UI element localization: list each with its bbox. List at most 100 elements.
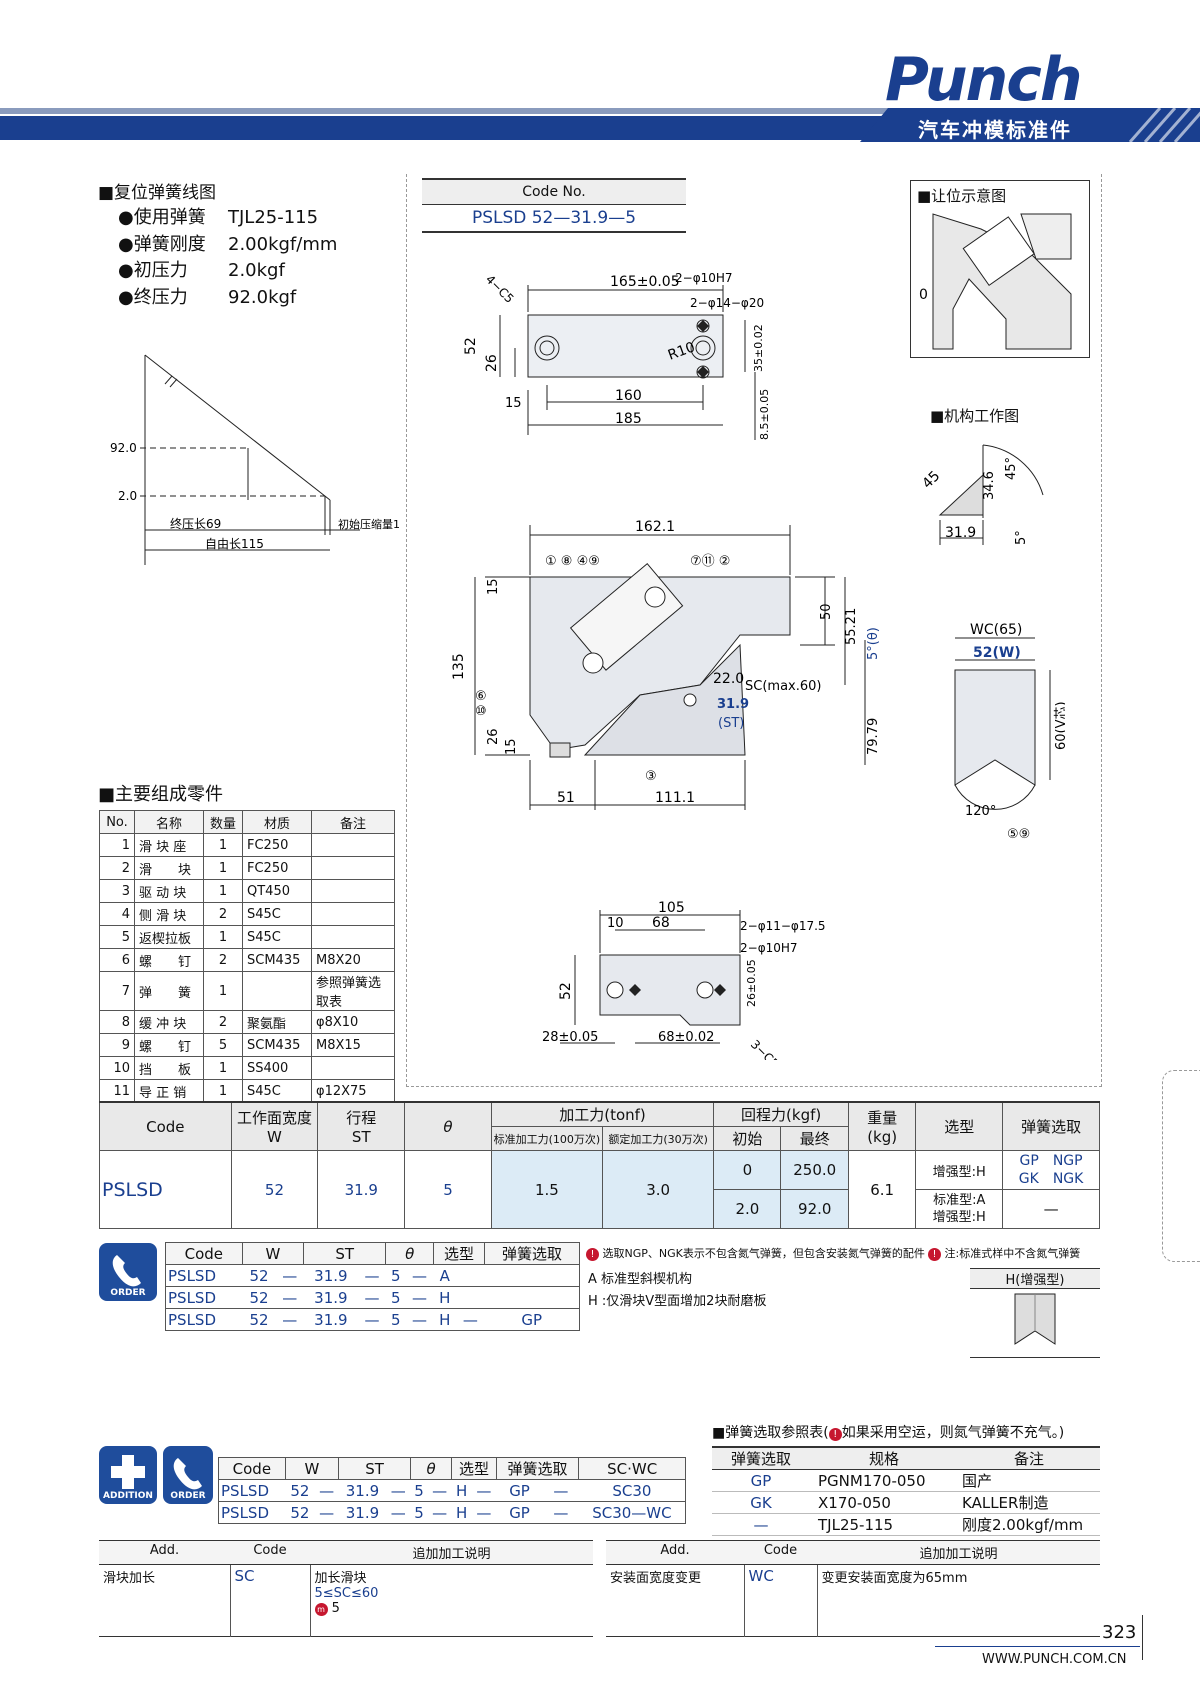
logo: Punch <box>885 45 1083 115</box>
spec-header-theta: θ <box>404 1101 492 1151</box>
add-left-header-code: Code <box>230 1540 310 1565</box>
svg-text:0: 0 <box>919 287 928 303</box>
spec-force-rated: 3.0 <box>602 1150 715 1229</box>
addition-icon: ADDITION <box>99 1446 157 1504</box>
h-type-box: H(增强型) <box>970 1268 1100 1358</box>
svg-text:2−φ14−φ20: 2−φ14−φ20 <box>690 296 764 310</box>
parts-header-no: No. <box>99 810 135 834</box>
svg-text:60(V芯): 60(V芯) <box>1054 701 1065 750</box>
spec-header-code: Code <box>99 1101 232 1151</box>
add-right-header-desc: 追加加工说明 <box>817 1540 1100 1565</box>
svg-text:68±0.02: 68±0.02 <box>658 1030 714 1045</box>
add-order-header-w: W <box>285 1457 340 1480</box>
page-number: 323 <box>1102 1622 1137 1643</box>
additional-table-right: Add. Code 追加加工说明 安装面宽度变更 WC 变更安装面宽度为65mm <box>606 1540 1100 1637</box>
spec-type1: 增强型:H <box>915 1150 1004 1190</box>
h-type-label: H(增强型) <box>970 1269 1100 1289</box>
svg-text:50: 50 <box>819 603 834 620</box>
mechanism-title: ■机构工作图 <box>930 407 1020 425</box>
order-icon: ORDER <box>99 1243 157 1301</box>
svg-text:45: 45 <box>919 468 943 492</box>
add-order-header-scwc: SC·WC <box>578 1457 686 1480</box>
top-view-drawing: 165±0.05 160 185 52 26 15 2−φ10H7 2−φ14−… <box>463 271 771 440</box>
code-box: Code No. PSLSD 52—31.9—5 <box>422 178 686 233</box>
parts-title: ■主要组成零件 <box>98 784 224 805</box>
spec-header-return-final: 最终 <box>780 1126 850 1151</box>
parts-header-material: 材质 <box>242 810 312 834</box>
clearance-title: ■让位示意图 <box>917 187 1007 205</box>
svg-text:120°: 120° <box>965 804 996 819</box>
add-order-header-spring: 弹簧选取 <box>496 1457 580 1480</box>
svg-text:15: 15 <box>504 738 519 755</box>
spec-return2-final: 92.0 <box>780 1189 850 1229</box>
svg-text:162.1: 162.1 <box>635 519 675 535</box>
spec-return2-init: 2.0 <box>713 1189 782 1229</box>
add-right-desc: 变更安装面宽度为65mm <box>821 1571 968 1586</box>
spec-code: PSLSD <box>99 1150 232 1229</box>
parts-header-qty: 数量 <box>203 810 243 834</box>
footer-url: WWW.PUNCH.COM.CN <box>982 1652 1127 1667</box>
spring-curve-diagram: 92.0 2.0 终压长69 初始压缩量1 自由长115 <box>110 354 400 565</box>
order-icon-2: ORDER <box>163 1446 213 1504</box>
svg-text:31.9: 31.9 <box>945 525 976 541</box>
svg-text:③: ③ <box>645 769 657 784</box>
svg-text:160: 160 <box>615 388 642 404</box>
svg-text:79.79: 79.79 <box>866 718 881 755</box>
svg-text:52(W): 52(W) <box>973 645 1021 661</box>
spec-header-type: 选型 <box>915 1101 1004 1151</box>
svg-text:34.6: 34.6 <box>982 471 997 500</box>
clearance-sketch: 0 <box>919 213 1072 350</box>
spring-ref-title: ■弹簧选取参照表(!如果采用空运，则氮气弹簧不充气。) <box>712 1425 1065 1441</box>
svg-text:105: 105 <box>658 900 685 916</box>
order-note2: ! 注:标准式样中不含氮气弹簧 <box>928 1245 1080 1261</box>
side-view-drawing: WC(65) 52(W) 60(V芯) 120° ⑤⑨ <box>954 622 1065 840</box>
svg-text:5°(θ): 5°(θ) <box>866 627 881 660</box>
order-header-spring: 弹簧选取 <box>484 1242 580 1265</box>
order-header-type: 选型 <box>433 1242 486 1265</box>
add-right-code: WC <box>744 1564 818 1637</box>
add-right-header-add: Add. <box>606 1540 744 1565</box>
svg-text:⑥: ⑥ <box>475 689 487 704</box>
parts-header-name: 名称 <box>134 810 204 834</box>
chart-label-y1: 92.0 <box>110 441 137 455</box>
svg-text:15: 15 <box>505 396 522 411</box>
spec-header-force: 加工力(tonf) <box>490 1101 715 1127</box>
svg-text:31.9: 31.9 <box>717 697 749 712</box>
svg-text:35±0.02: 35±0.02 <box>752 324 765 372</box>
spec-header-return: 回程力(kgf) <box>713 1101 850 1127</box>
add-left-add: 滑块加长 <box>99 1564 231 1637</box>
add-order-header-theta: θ <box>410 1457 453 1480</box>
svg-text:(ST): (ST) <box>718 716 744 731</box>
spec-return1-init: 0 <box>713 1150 782 1190</box>
add-left-desc: 加长滑块 5≤SC≤60 m 5 <box>314 1571 379 1616</box>
add-left-header-desc: 追加加工说明 <box>310 1540 593 1565</box>
add-left-code: SC <box>230 1564 311 1637</box>
svg-text:① ⑧ ④⑨: ① ⑧ ④⑨ <box>545 554 600 569</box>
order-note-a: A 标准型斜楔机构 <box>588 1272 693 1287</box>
spec-header-spring: 弹簧选取 <box>1002 1101 1100 1151</box>
spec-theta: 5 <box>404 1150 492 1229</box>
svg-text:51: 51 <box>557 790 575 806</box>
order-note1: ! 选取NGP、NGK表示不包含氮气弹簧，但包含安装氮气弹簧的配件 <box>586 1245 925 1261</box>
spec-spring2: — <box>1002 1189 1100 1229</box>
clearance-diagram-box: ■让位示意图 0 <box>910 180 1090 358</box>
order-header-code: Code <box>165 1242 243 1265</box>
spec-header-force-std: 标准加工力(100万次) <box>490 1126 604 1151</box>
spring-ref-header-note: 备注 <box>958 1447 1100 1470</box>
add-order-header-code: Code <box>218 1457 286 1480</box>
svg-text:2−φ10H7: 2−φ10H7 <box>740 941 798 955</box>
mechanism-angles: 45 34.6 45° 31.9 5° <box>919 444 1044 545</box>
